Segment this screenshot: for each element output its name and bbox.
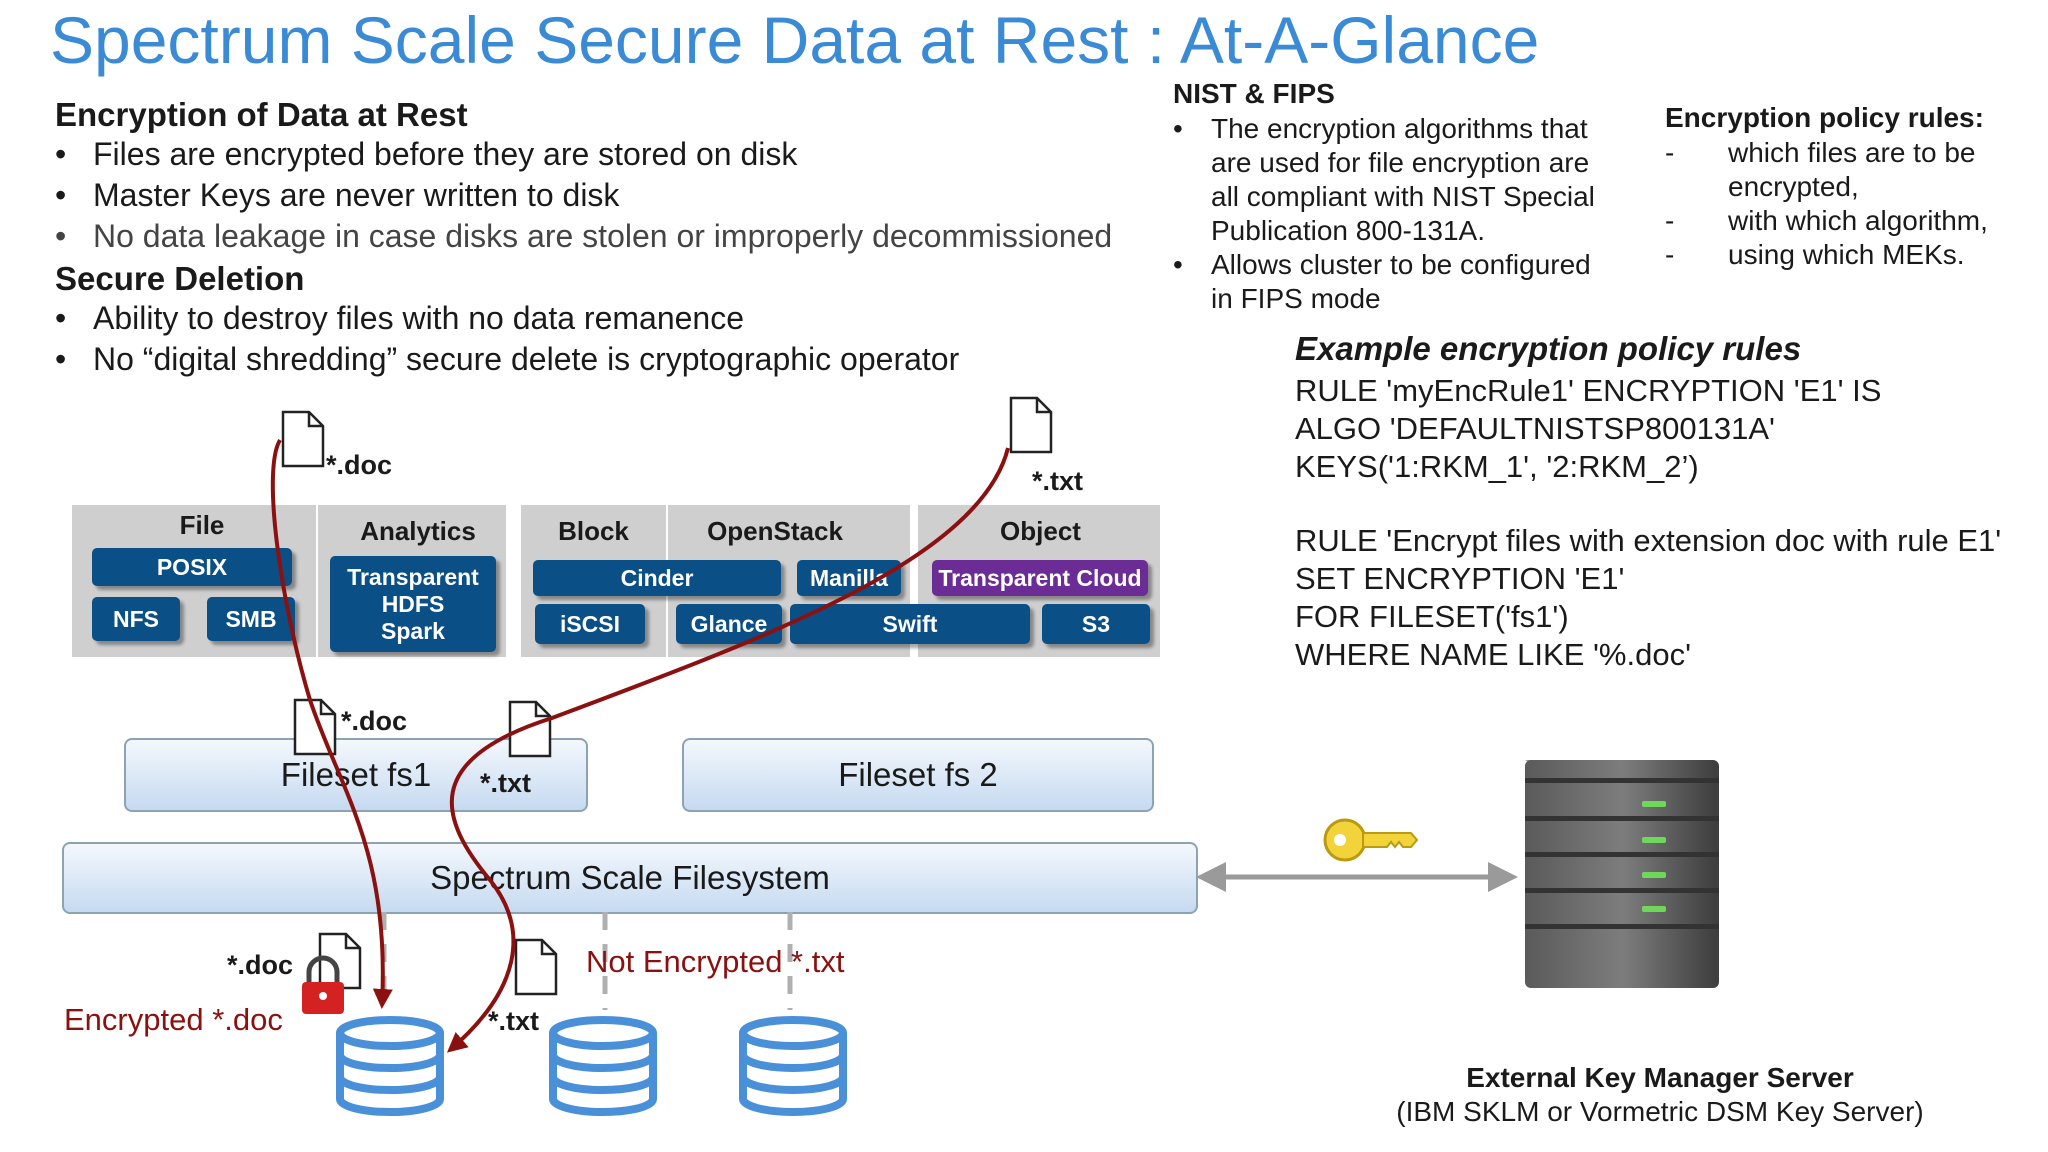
disk-icon	[549, 1016, 657, 1116]
policy-dash: -	[1665, 239, 1675, 270]
txt-top-label: *.txt	[1032, 466, 1084, 496]
glance-protocol[interactable]: Glance	[676, 604, 782, 644]
manilla-protocol[interactable]: Manilla	[797, 560, 901, 596]
txt-file-icon	[514, 938, 558, 996]
example-heading: Example encryption policy rules	[1295, 330, 1802, 367]
cinder-protocol[interactable]: Cinder	[533, 560, 781, 596]
encryption-heading: Encryption of Data at Rest	[55, 96, 468, 133]
txt-bottom-label: *.txt	[488, 1006, 540, 1036]
txt-flow-arrow	[446, 447, 1010, 1053]
hdfs-spark-box[interactable]: Transparent HDFS Spark	[330, 556, 496, 652]
policy-dash: -	[1665, 137, 1675, 168]
deletion-item: •No “digital shredding” secure delete is…	[55, 341, 960, 377]
disk-icons	[336, 1016, 847, 1116]
encrypted-label: Encrypted *.doc	[64, 1002, 283, 1037]
file-icons	[281, 396, 1053, 996]
iscsi-protocol[interactable]: iSCSI	[535, 604, 645, 644]
spectrum-scale-filesystem[interactable]: Spectrum Scale Filesystem	[62, 842, 1198, 914]
openstack-header: OpenStack	[707, 516, 843, 546]
example-rule-1: RULE 'myEncRule1' ENCRYPTION 'E1' IS ALG…	[1295, 373, 1882, 484]
key-server-icon	[1525, 760, 1719, 988]
file-header: File	[179, 510, 225, 540]
txt-file-icon	[508, 700, 552, 758]
block-header: Block	[558, 516, 629, 546]
transparent-cloud-protocol[interactable]: Transparent Cloud	[932, 560, 1148, 596]
policy-item: with which algorithm,	[1728, 205, 1988, 236]
key-icon	[1323, 818, 1419, 862]
encryption-item: •Master Keys are never written to disk	[55, 177, 620, 213]
deletion-item: •Ability to destroy files with no data r…	[55, 300, 744, 336]
disk-icon	[739, 1016, 847, 1116]
object-header: Object	[1000, 516, 1081, 546]
policy-heading: Encryption policy rules:	[1665, 102, 1984, 133]
flow-arrows	[270, 438, 1010, 1053]
example-rule-2: RULE 'Encrypt files with extension doc w…	[1295, 523, 2002, 672]
nist-heading: NIST & FIPS	[1173, 78, 1335, 109]
not-encrypted-label: Not Encrypted *.txt	[586, 944, 845, 979]
nist-item: Allows cluster to be configured in FIPS …	[1211, 249, 1591, 314]
policy-item: which files are to be encrypted,	[1728, 137, 1976, 202]
nfs-protocol[interactable]: NFS	[92, 597, 180, 641]
txt-file-icon	[1009, 396, 1053, 454]
s3-protocol[interactable]: S3	[1042, 604, 1150, 644]
policy-dash: -	[1665, 205, 1675, 236]
deletion-heading: Secure Deletion	[55, 260, 305, 297]
doc-file-icon	[281, 410, 325, 468]
swift-protocol[interactable]: Swift	[790, 604, 1030, 644]
lock-icon	[302, 955, 344, 1014]
doc-mid-label: *.doc	[341, 706, 408, 736]
key-manager-title: External Key Manager Server	[1466, 1062, 1854, 1093]
encryption-item: •Files are encrypted before they are sto…	[55, 136, 798, 172]
doc-top-label: *.doc	[326, 450, 393, 480]
nist-bullet: •	[1173, 249, 1183, 280]
txt-mid-label: *.txt	[480, 768, 532, 798]
fileset-fs2[interactable]: Fileset fs 2	[682, 738, 1154, 812]
doc-bottom-label: *.doc	[227, 950, 294, 980]
smb-protocol[interactable]: SMB	[207, 597, 295, 641]
doc-flow-arrow	[270, 438, 393, 1009]
posix-protocol[interactable]: POSIX	[92, 548, 292, 586]
analytics-header: Analytics	[360, 516, 476, 546]
nist-bullet: •	[1173, 113, 1183, 144]
policy-item: using which MEKs.	[1728, 239, 1965, 270]
key-manager-subtitle: (IBM SKLM or Vormetric DSM Key Server)	[1396, 1096, 1924, 1127]
page-title: Spectrum Scale Secure Data at Rest : At-…	[50, 3, 1540, 77]
encrypted-disk-icon	[336, 1016, 444, 1116]
encryption-item: •No data leakage in case disks are stole…	[55, 218, 1113, 254]
doc-file-icon	[318, 932, 362, 990]
nist-item: The encryption algorithms that are used …	[1211, 113, 1595, 246]
